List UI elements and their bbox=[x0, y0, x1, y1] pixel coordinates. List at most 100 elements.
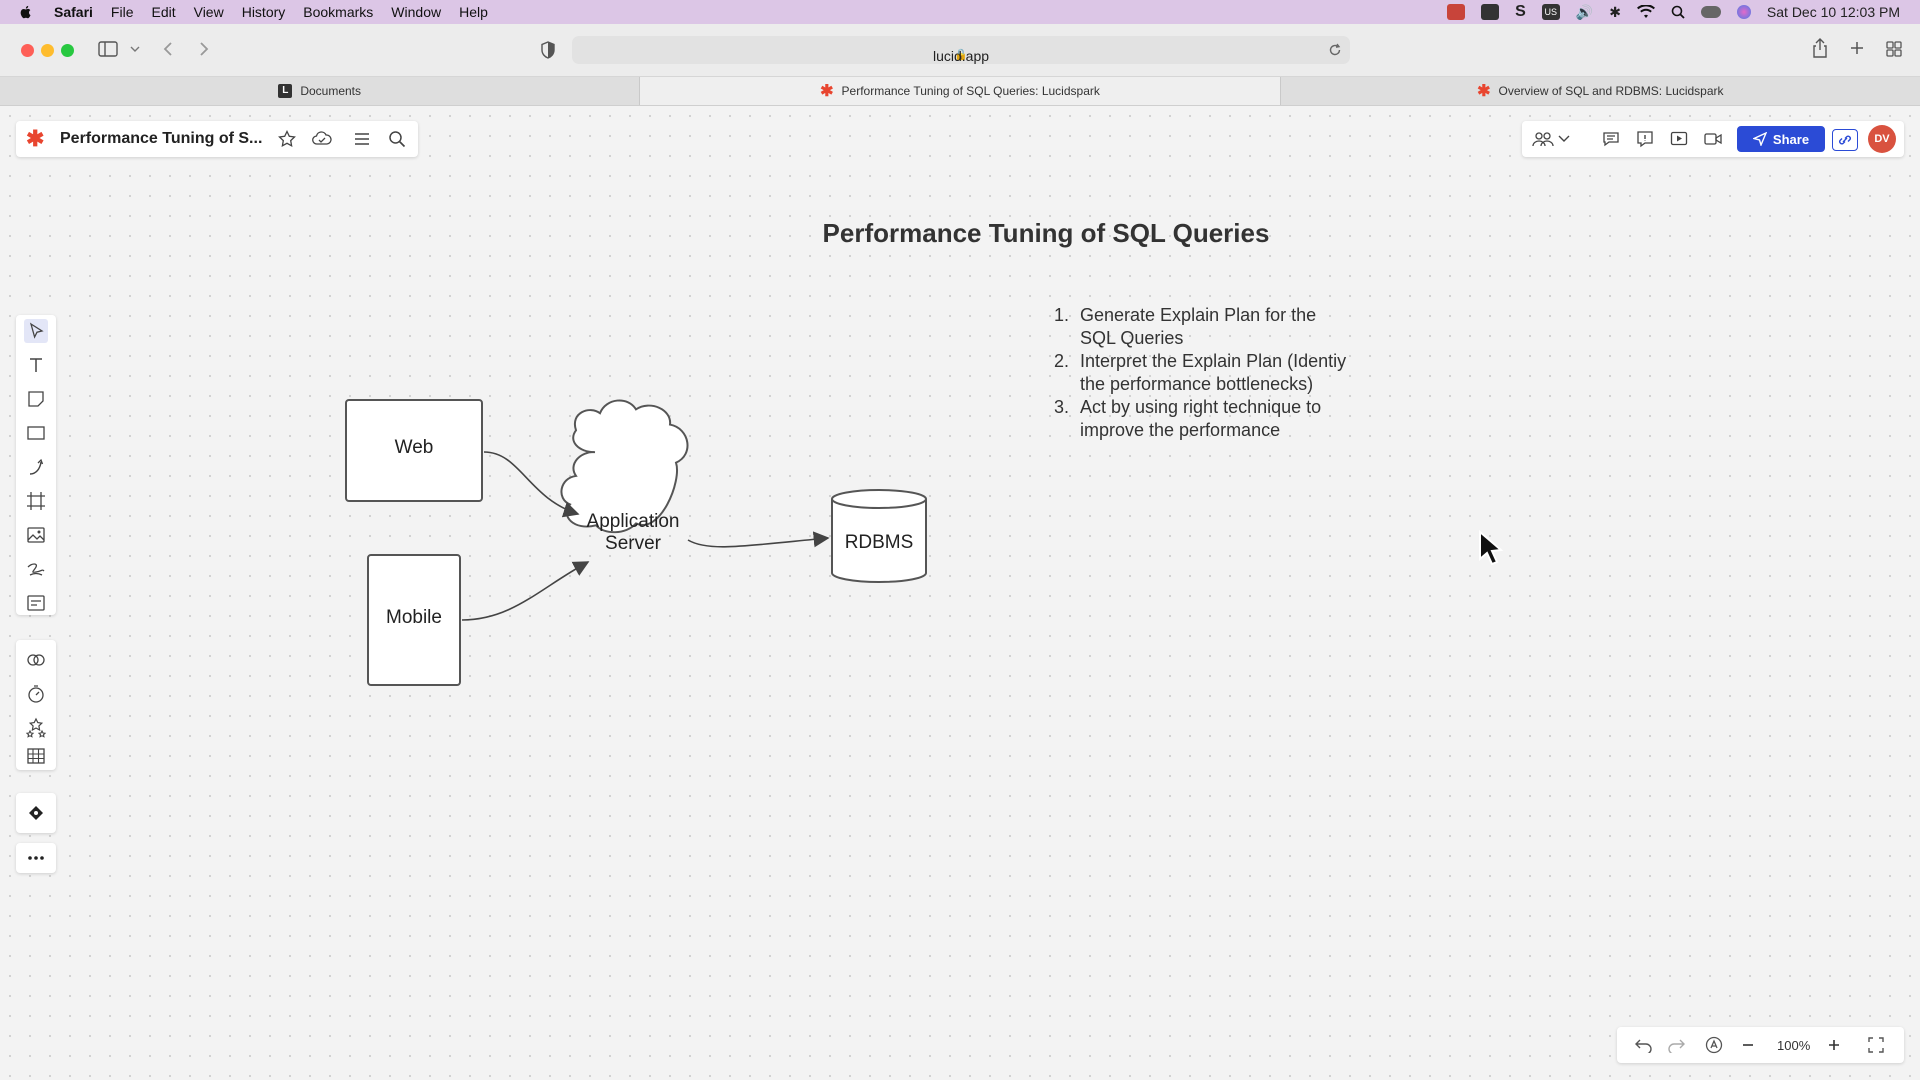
browser-toolbar: 🔒 lucid.app bbox=[0, 24, 1920, 77]
tray-s-icon[interactable]: S bbox=[1515, 3, 1526, 20]
redo-icon[interactable] bbox=[1667, 1037, 1685, 1053]
forward-icon[interactable] bbox=[198, 41, 210, 57]
line-tool[interactable] bbox=[24, 455, 48, 479]
mobile-box[interactable] bbox=[367, 554, 461, 686]
app-server-cloud[interactable] bbox=[560, 399, 689, 534]
siri-icon[interactable] bbox=[1736, 5, 1751, 19]
steps-list[interactable]: 1.Generate Explain Plan for the SQL Quer… bbox=[1050, 304, 1350, 442]
whiteboard-canvas[interactable] bbox=[0, 106, 1920, 1080]
cloud-saved-icon[interactable] bbox=[312, 131, 332, 147]
board-heading[interactable]: Performance Tuning of SQL Queries bbox=[822, 218, 1270, 248]
image-tool[interactable] bbox=[24, 523, 48, 547]
share-button-label: Share bbox=[1772, 131, 1810, 147]
grid-icon bbox=[27, 748, 45, 764]
address-bar[interactable]: 🔒 lucid.app bbox=[572, 36, 1350, 64]
sticky-note-icon bbox=[28, 391, 44, 407]
mobile-label: Mobile bbox=[386, 607, 442, 628]
step-number: 2. bbox=[1054, 351, 1070, 371]
tab-documents[interactable]: L Documents bbox=[0, 77, 641, 105]
spotlight-icon[interactable] bbox=[1671, 5, 1685, 19]
chevron-down-icon[interactable] bbox=[130, 45, 140, 53]
comments-icon[interactable] bbox=[1602, 130, 1620, 148]
new-tab-icon[interactable] bbox=[1850, 41, 1864, 55]
video-call-icon[interactable] bbox=[1704, 131, 1722, 147]
follow-presenter-icon[interactable] bbox=[1705, 1036, 1723, 1054]
timer-tool[interactable] bbox=[24, 682, 48, 706]
us-flag-icon[interactable]: US bbox=[1541, 4, 1560, 20]
tray-app-icon-2[interactable] bbox=[1481, 4, 1500, 20]
template-icon bbox=[27, 595, 45, 611]
step-text: Act by using right technique to improve … bbox=[1080, 397, 1322, 440]
close-window-button[interactable] bbox=[21, 44, 34, 57]
rectangle-icon bbox=[27, 426, 45, 440]
menu-edit[interactable]: Edit bbox=[151, 4, 176, 20]
app-server-label-line1: Application bbox=[586, 511, 680, 532]
star-icon[interactable] bbox=[278, 130, 296, 148]
tab-performance-tuning[interactable]: ✱ Performance Tuning of SQL Queries: Luc… bbox=[640, 77, 1281, 105]
tab-overview-sql[interactable]: ✱ Overview of SQL and RDBMS: Lucidspark bbox=[1281, 77, 1920, 105]
share-button[interactable]: Share bbox=[1737, 126, 1825, 152]
menubar-clock[interactable]: Sat Dec 10 12:03 PM bbox=[1766, 4, 1900, 20]
vote-tool[interactable] bbox=[24, 648, 48, 672]
menu-bookmarks[interactable]: Bookmarks bbox=[303, 4, 374, 20]
mobile-to-server-connector[interactable] bbox=[461, 561, 590, 621]
lucid-icon: L bbox=[278, 84, 293, 98]
control-center-icon[interactable] bbox=[1700, 6, 1721, 18]
web-box[interactable] bbox=[345, 399, 483, 502]
volume-icon[interactable]: 🔊 bbox=[1575, 3, 1594, 20]
list-item: 1.Generate Explain Plan for the SQL Quer… bbox=[1050, 304, 1350, 350]
feedback-icon[interactable] bbox=[1636, 130, 1654, 148]
frame-tool[interactable] bbox=[24, 489, 48, 513]
collaborators-icon[interactable] bbox=[1532, 131, 1554, 147]
zoom-window-button[interactable] bbox=[61, 44, 74, 57]
sticky-note-tool[interactable] bbox=[24, 387, 48, 411]
menu-icon[interactable] bbox=[354, 132, 370, 146]
back-icon[interactable] bbox=[162, 41, 174, 57]
integrations-tool[interactable] bbox=[24, 801, 48, 825]
list-item: 2.Interpret the Explain Plan (Identiy th… bbox=[1050, 350, 1350, 396]
mouse-cursor-icon bbox=[1479, 530, 1504, 566]
bluetooth-icon[interactable]: ✱ bbox=[1609, 3, 1621, 20]
chevron-down-icon[interactable] bbox=[1558, 135, 1570, 143]
menu-history[interactable]: History bbox=[241, 4, 286, 20]
rdbms-cylinder-body[interactable] bbox=[831, 499, 927, 583]
template-tool[interactable] bbox=[24, 591, 48, 615]
fullscreen-icon[interactable] bbox=[1867, 1036, 1885, 1054]
shape-tool[interactable] bbox=[24, 421, 48, 445]
present-icon[interactable] bbox=[1670, 130, 1688, 148]
send-icon bbox=[1752, 132, 1767, 146]
copy-link-icon[interactable] bbox=[1832, 129, 1858, 151]
menu-app-safari[interactable]: Safari bbox=[54, 4, 93, 20]
apple-icon[interactable] bbox=[18, 4, 34, 20]
minimize-window-button[interactable] bbox=[41, 44, 54, 57]
menu-help[interactable]: Help bbox=[459, 4, 488, 20]
collaboration-tools bbox=[16, 640, 56, 770]
macos-menubar: Safari File Edit View History Bookmarks … bbox=[0, 0, 1920, 24]
privacy-shield-icon[interactable] bbox=[540, 41, 556, 59]
menu-view[interactable]: View bbox=[193, 4, 224, 20]
search-icon[interactable] bbox=[388, 130, 406, 148]
zoom-in-icon[interactable] bbox=[1827, 1038, 1841, 1052]
share-sheet-icon[interactable] bbox=[1812, 38, 1828, 58]
reactions-tool[interactable] bbox=[24, 716, 48, 740]
server-to-rdbms-connector[interactable] bbox=[687, 531, 830, 548]
lucidspark-logo-icon[interactable]: ✱ bbox=[26, 126, 45, 151]
avatar[interactable]: DV bbox=[1868, 125, 1896, 153]
tab-overview-icon[interactable] bbox=[1886, 41, 1902, 57]
menu-file[interactable]: File bbox=[110, 4, 134, 20]
draw-tool[interactable] bbox=[24, 557, 48, 581]
zoom-out-icon[interactable] bbox=[1741, 1038, 1755, 1052]
reload-icon[interactable] bbox=[1328, 43, 1342, 57]
undo-icon[interactable] bbox=[1635, 1037, 1653, 1053]
wifi-icon[interactable] bbox=[1636, 5, 1655, 19]
more-tools-button[interactable] bbox=[24, 846, 48, 870]
text-tool[interactable] bbox=[24, 353, 48, 377]
sidebar-icon[interactable] bbox=[98, 41, 118, 57]
document-title[interactable]: Performance Tuning of S... bbox=[60, 130, 263, 147]
web-to-server-connector[interactable] bbox=[483, 451, 580, 518]
select-tool[interactable] bbox=[24, 319, 48, 343]
zoom-level[interactable]: 100% bbox=[1777, 1038, 1811, 1053]
tray-app-icon-1[interactable] bbox=[1447, 4, 1466, 20]
tables-tool[interactable] bbox=[24, 744, 48, 768]
menu-window[interactable]: Window bbox=[391, 4, 442, 20]
